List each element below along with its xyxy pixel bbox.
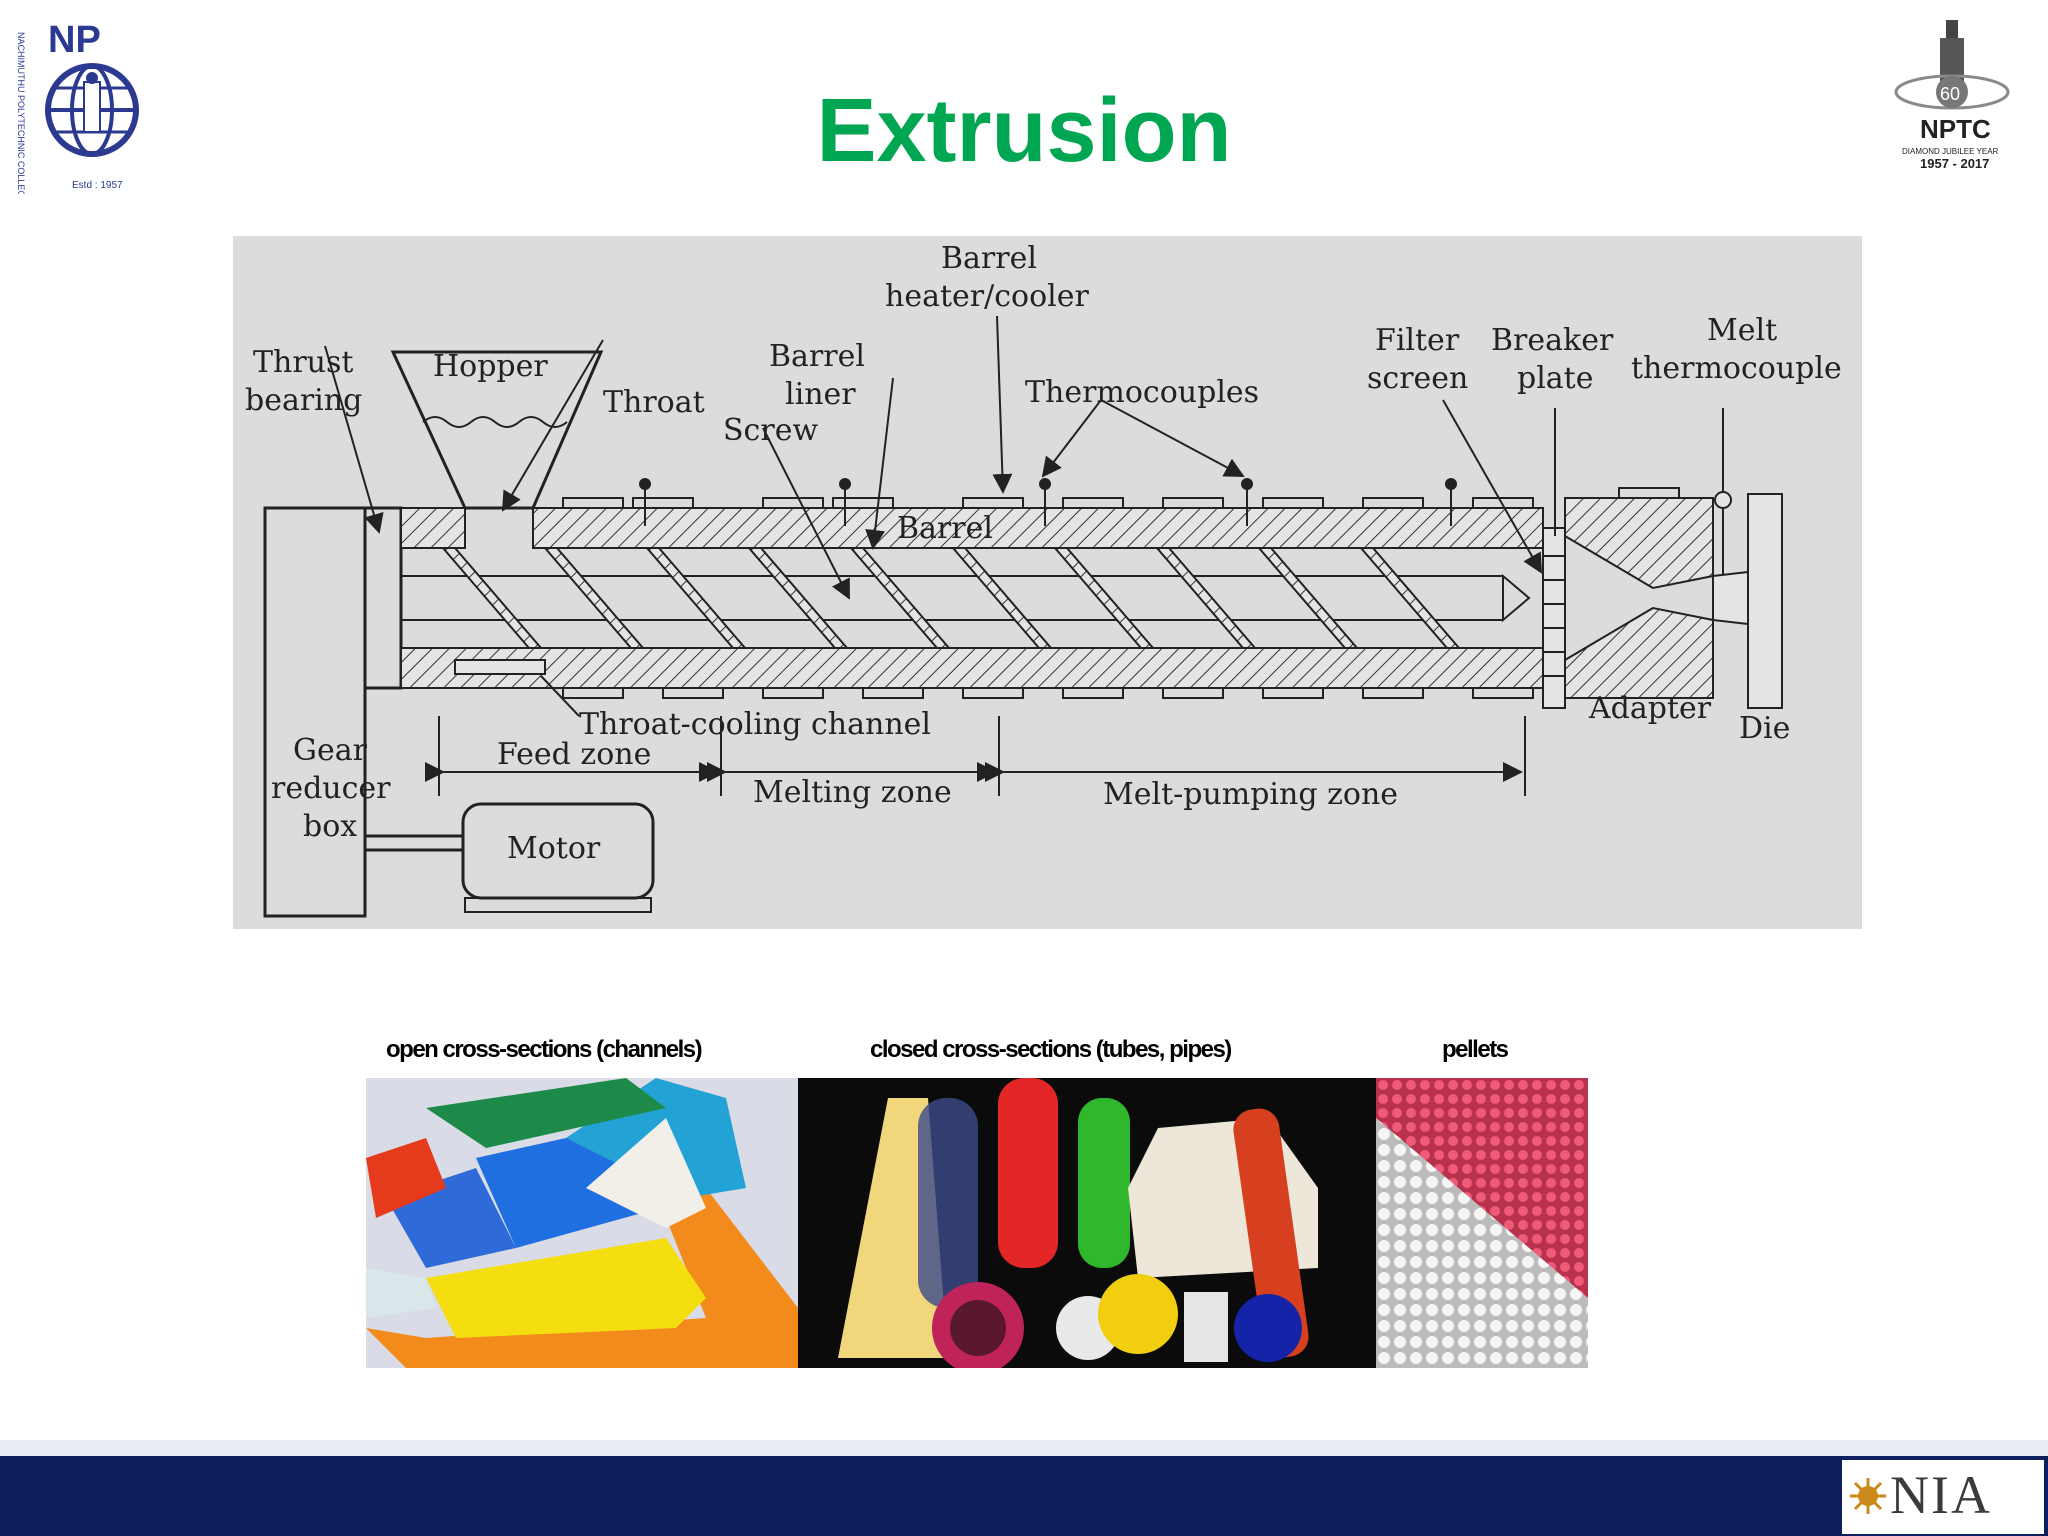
label-thermocouples: Thermocouples	[1025, 375, 1259, 410]
label-melt-2: thermocouple	[1631, 351, 1842, 386]
open-sections-photo	[366, 1078, 798, 1368]
label-screw: Screw	[723, 413, 818, 448]
thermocouple-pins	[639, 478, 1457, 526]
label-barrel-liner-1: Barrel	[769, 339, 865, 374]
pellets-photo	[1376, 1078, 1588, 1368]
nia-text: NIA	[1890, 1465, 1992, 1525]
barrel	[532, 507, 1544, 549]
caption-open-sections: open cross-sections (channels)	[386, 1036, 703, 1063]
college-logo: NP NACHIMUTHU POLYTECHNIC COLLEGE POLLAC…	[14, 12, 170, 250]
label-melt-pumping-zone: Melt-pumping zone	[1103, 777, 1398, 812]
footer-divider	[0, 1440, 2048, 1456]
label-breaker-1: Breaker	[1491, 323, 1614, 358]
extruder-diagram: Barrel heater/cooler Thrust bearing Hopp…	[233, 236, 1862, 929]
caption-closed-sections: closed cross-sections (tubes, pipes)	[870, 1036, 1232, 1063]
label-filter-2: screen	[1367, 361, 1468, 396]
footer-bar	[0, 1456, 2048, 1536]
label-throat-cooling: Throat-cooling channel	[579, 707, 931, 742]
heater-bands	[562, 497, 1534, 699]
label-hopper: Hopper	[433, 349, 548, 384]
caption-pellets: pellets	[1442, 1036, 1509, 1063]
logo-initials: NP	[48, 19, 101, 61]
screw	[401, 547, 1531, 649]
label-filter-1: Filter	[1375, 323, 1460, 358]
label-barrel-heater-2: heater/cooler	[885, 279, 1089, 314]
label-barrel-liner-2: liner	[785, 377, 856, 412]
thrust-bearing	[363, 506, 403, 690]
nia-emblem-icon	[1850, 1478, 1886, 1514]
jubilee-number: 60	[1940, 84, 1960, 104]
die	[1747, 493, 1783, 709]
jubilee-name: NPTC	[1920, 114, 1991, 144]
label-thrust-2: bearing	[245, 383, 362, 418]
jubilee-logo: 60 NPTC DIAMOND JUBILEE YEAR 1957 - 2017	[1884, 14, 2020, 180]
label-barrel: Barrel	[897, 511, 993, 546]
label-adapter: Adapter	[1588, 691, 1712, 726]
jubilee-years: 1957 - 2017	[1920, 156, 1989, 171]
label-melting-zone: Melting zone	[753, 775, 952, 810]
logo-established: Estd : 1957	[72, 180, 123, 191]
adapter	[1564, 497, 1714, 590]
label-breaker-2: plate	[1517, 361, 1594, 396]
label-gear-1: Gear	[293, 733, 368, 768]
label-barrel-heater-1: Barrel	[941, 241, 1037, 276]
zone-markers	[425, 716, 1526, 796]
nia-logo: NIA	[1842, 1460, 2044, 1534]
extruded-products: open cross-sections (channels) closed cr…	[366, 1036, 1593, 1370]
label-die: Die	[1739, 711, 1790, 746]
label-feed-zone: Feed zone	[497, 737, 651, 772]
closed-sections-photo	[798, 1078, 1376, 1368]
label-gear-2: reducer	[271, 771, 391, 806]
jubilee-tagline: DIAMOND JUBILEE YEAR	[1902, 147, 1999, 156]
logo-ring-text: NACHIMUTHU POLYTECHNIC COLLEGE POLLACHI	[16, 32, 26, 194]
label-thrust-1: Thrust	[253, 345, 353, 380]
gear-reducer-box	[263, 506, 367, 918]
label-melt-1: Melt	[1707, 313, 1777, 348]
label-motor: Motor	[507, 831, 601, 866]
throat-cooling-channel	[454, 659, 546, 675]
label-gear-3: box	[303, 809, 357, 844]
label-throat: Throat	[603, 385, 705, 420]
slide-title: Extrusion	[816, 81, 1232, 181]
